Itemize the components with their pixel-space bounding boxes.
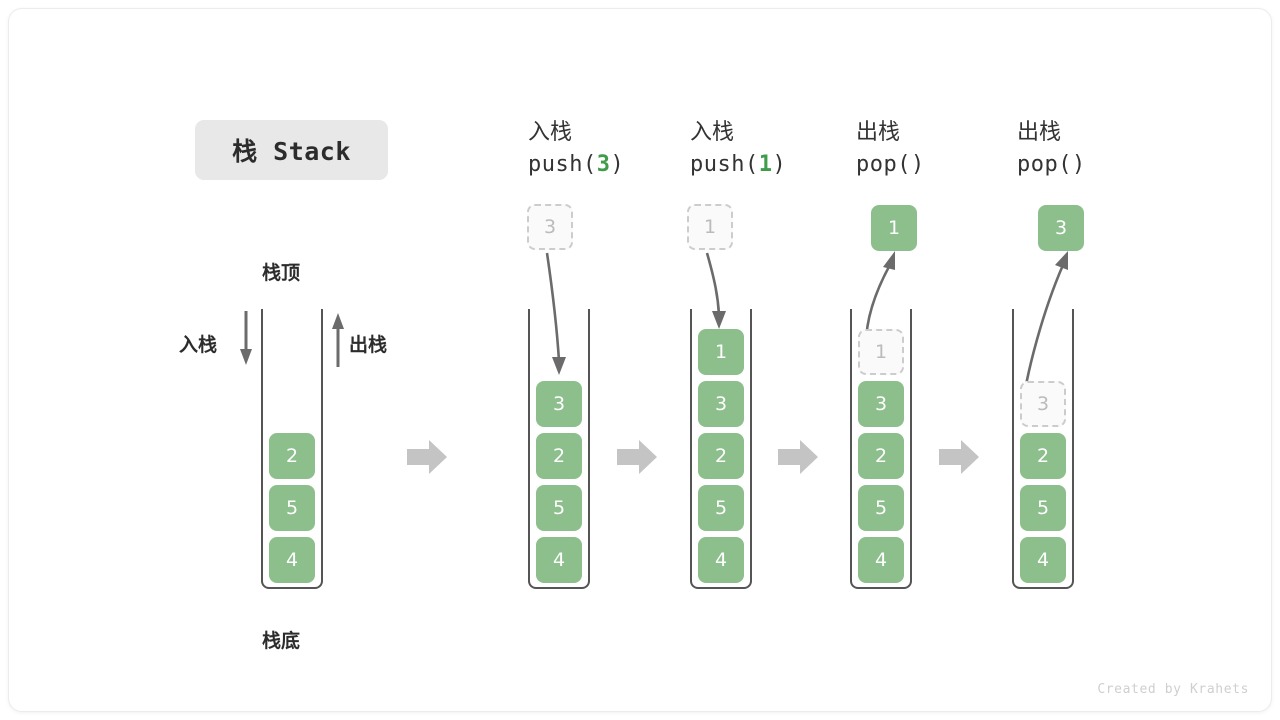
stack-cell: 2 (536, 433, 582, 479)
stack-cell: 3 (536, 381, 582, 427)
vacated-ghost-cell: 3 (1020, 381, 1066, 427)
stack-cell: 4 (698, 537, 744, 583)
popped-cell: 3 (1038, 205, 1084, 251)
code-fn: push( (690, 151, 759, 177)
stage-heading-push-3: 入栈 push(3) (528, 117, 624, 181)
footer-credit: Created by Krahets (1097, 682, 1249, 697)
code-tail: ) (1071, 151, 1086, 177)
stack-cell: 1 (698, 329, 744, 375)
flow-arrow-icon (939, 440, 979, 474)
code-tail: ) (772, 151, 787, 177)
stack-cell: 4 (858, 537, 904, 583)
stack-cell: 5 (858, 485, 904, 531)
stack-cell: 2 (1020, 433, 1066, 479)
push-annotation: 入栈 (179, 330, 217, 357)
stage-heading-cn: 入栈 (528, 120, 573, 145)
stack-top-label-text: 栈顶 (262, 262, 301, 284)
stack-container-pop-1: 1 3 2 5 4 (850, 309, 912, 589)
code-fn: pop( (856, 151, 911, 177)
stack-cell: 2 (698, 433, 744, 479)
diagram-title: 栈 Stack (195, 120, 388, 180)
push-annotation-text: 入栈 (179, 334, 218, 356)
flow-arrow-icon (617, 440, 657, 474)
incoming-ghost-cell: 3 (527, 204, 573, 250)
stage-heading-push-1: 入栈 push(1) (690, 117, 786, 181)
stage-heading-code: pop() (1017, 149, 1086, 181)
stage-heading-pop-3: 出栈 pop() (1017, 117, 1086, 181)
stack-container-pop-3: 3 2 5 4 (1012, 309, 1074, 589)
stack-top-label: 栈顶 (262, 258, 300, 285)
stack-cell: 5 (698, 485, 744, 531)
stack-cell: 2 (269, 433, 315, 479)
code-tail: ) (910, 151, 925, 177)
stage-heading-cn: 入栈 (690, 120, 735, 145)
code-arg: 1 (758, 151, 773, 177)
pop-annotation-text: 出栈 (349, 334, 388, 356)
push-curve-arrow-icon (705, 252, 726, 329)
stage-heading-pop-1: 出栈 pop() (856, 117, 925, 181)
stage-heading-code: push(1) (690, 149, 786, 181)
code-fn: pop( (1017, 151, 1072, 177)
stage-heading-code: push(3) (528, 149, 624, 181)
code-fn: push( (528, 151, 597, 177)
stack-cell: 5 (269, 485, 315, 531)
stack-cell: 3 (858, 381, 904, 427)
popped-cell: 1 (871, 205, 917, 251)
stack-cell: 4 (1020, 537, 1066, 583)
stack-cell: 3 (698, 381, 744, 427)
stage-heading-cn: 出栈 (856, 120, 901, 145)
stack-cell: 5 (536, 485, 582, 531)
diagram-canvas: 栈 Stack 栈顶 栈底 入栈 出栈 2 5 4 入栈 push(3) 3 (8, 8, 1272, 712)
stack-bottom-label-text: 栈底 (262, 630, 301, 652)
flow-arrow-icon (407, 440, 447, 474)
stack-bottom-label: 栈底 (262, 626, 300, 653)
vacated-ghost-cell: 1 (858, 329, 904, 375)
stack-cell: 4 (536, 537, 582, 583)
incoming-ghost-cell: 1 (687, 204, 733, 250)
stage-heading-cn: 出栈 (1017, 120, 1062, 145)
pop-up-arrow-icon (332, 313, 344, 367)
flow-arrow-icon (778, 440, 818, 474)
code-arg: 3 (596, 151, 611, 177)
code-tail: ) (610, 151, 625, 177)
stack-container-initial: 2 5 4 (261, 309, 323, 589)
push-curve-arrow-icon (545, 252, 566, 375)
stack-cell: 5 (1020, 485, 1066, 531)
push-down-arrow-icon (240, 311, 252, 365)
pop-annotation: 出栈 (349, 330, 387, 357)
stack-container-push-3: 3 2 5 4 (528, 309, 590, 589)
stage-heading-code: pop() (856, 149, 925, 181)
stack-cell: 2 (858, 433, 904, 479)
stack-cell: 4 (269, 537, 315, 583)
stack-container-push-1: 1 3 2 5 4 (690, 309, 752, 589)
